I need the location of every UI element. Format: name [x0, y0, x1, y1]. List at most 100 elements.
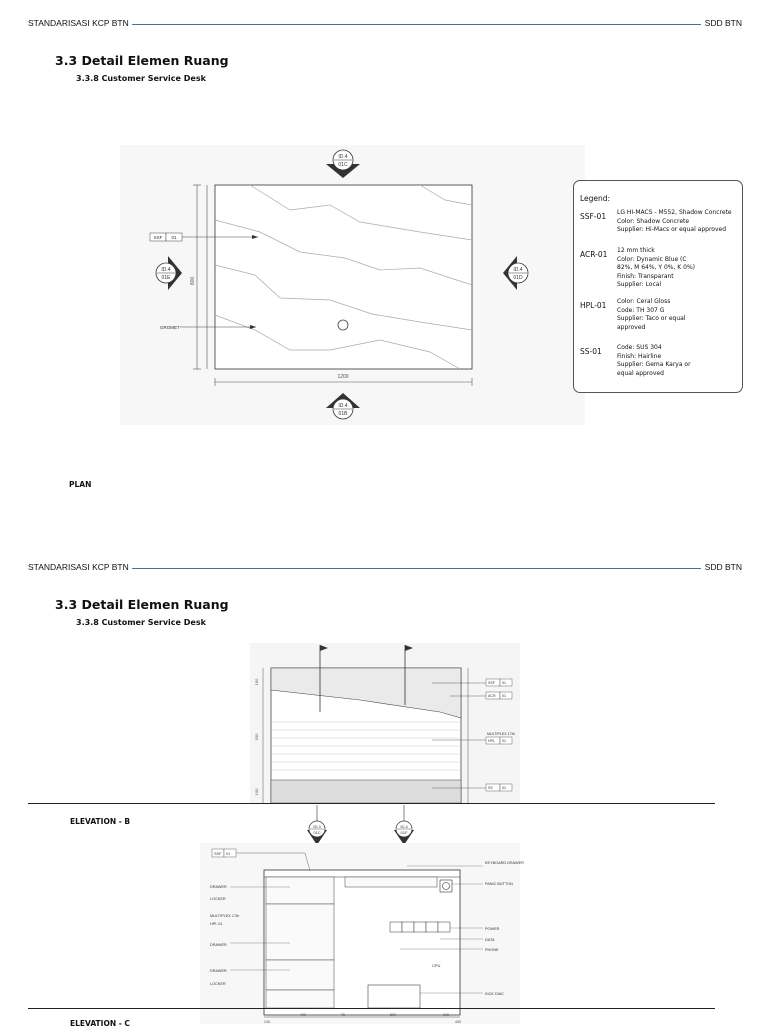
ssf-callout: SSF 01 — [149, 232, 258, 242]
svg-text:SSF: SSF — [214, 852, 222, 856]
svg-text:SSF: SSF — [488, 681, 496, 685]
svg-text:DATA: DATA — [485, 938, 495, 942]
legend-code: HPL-01 — [580, 301, 607, 310]
svg-text:01: 01 — [502, 681, 506, 685]
legend-line: 82%, M 64%, Y 0%, K 0%) — [617, 264, 695, 271]
section-tag-right: ID.4 01D — [503, 256, 529, 290]
svg-text:SSF: SSF — [154, 235, 163, 240]
outlet-panel — [389, 921, 451, 933]
svg-text:LOCKER: LOCKER — [210, 982, 226, 986]
svg-text:SS: SS — [488, 786, 493, 790]
legend-line: 12 mm thick — [617, 247, 655, 254]
svg-text:ID.4: ID.4 — [338, 154, 347, 160]
locker-1 — [265, 903, 335, 961]
svg-text:ACR: ACR — [488, 694, 496, 698]
svg-text:400: 400 — [455, 1020, 461, 1024]
svg-text:01: 01 — [502, 739, 506, 743]
panic-button — [439, 879, 453, 893]
page-title: 3.3 Detail Elemen Ruang — [55, 53, 229, 68]
elevation-bottom: CPU SSF 01 DRAWER LOCKER MULTIPLEX 17th … — [200, 843, 524, 1024]
elevation-b-label: ELEVATION - B — [70, 817, 131, 826]
svg-text:100: 100 — [254, 788, 259, 795]
svg-text:01F: 01F — [401, 830, 408, 835]
legend-line: equal approved — [617, 369, 664, 377]
header-right-text: SDD BTN — [700, 18, 742, 28]
svg-text:ID.4: ID.4 — [161, 267, 170, 273]
page-header: STANDARISASI KCP BTN SDD BTN — [28, 18, 742, 30]
section-tag-top: ID.4 01C — [326, 149, 360, 178]
svg-text:DRAWER: DRAWER — [210, 969, 227, 973]
svg-text:01C: 01C — [313, 830, 320, 835]
legend-line: Color: Dynamic Blue (C — [617, 255, 687, 263]
legend-line: LG HI-MACS - M552, Shadow Concrete — [617, 209, 732, 216]
svg-text:01: 01 — [226, 852, 230, 856]
desk-top-outline — [214, 184, 473, 370]
svg-text:KICK DIAC: KICK DIAC — [485, 992, 504, 996]
header-rule — [28, 568, 742, 569]
header-left-text: STANDARISASI KCP BTN — [28, 18, 132, 28]
cpu-box — [367, 984, 421, 1009]
svg-text:ID.4: ID.4 — [338, 403, 347, 409]
dim-width: 1200 — [337, 374, 348, 380]
svg-text:100: 100 — [254, 678, 259, 685]
drawer-2 — [265, 959, 335, 991]
section-divider — [28, 1008, 715, 1009]
svg-text:LOCKER: LOCKER — [210, 897, 226, 901]
svg-text:500: 500 — [390, 1013, 396, 1017]
svg-text:MULTIPLEX 17th: MULTIPLEX 17th — [210, 914, 239, 918]
svg-text:400: 400 — [300, 1013, 306, 1017]
section-divider — [28, 803, 715, 804]
keyboard-drawer — [344, 876, 438, 888]
svg-text:01D: 01D — [513, 275, 523, 281]
dim-depth: 800 — [190, 277, 196, 286]
header-rule — [28, 24, 742, 25]
svg-text:130: 130 — [264, 1020, 270, 1024]
gromet-callout: GROMET — [160, 325, 256, 330]
legend-line: Color: Shadow Concrete — [617, 217, 690, 225]
locker-2 — [265, 989, 335, 1009]
drawer-1 — [265, 876, 335, 905]
legend-line: Color: Ceral Gloss — [617, 298, 671, 305]
svg-text:DRAWER: DRAWER — [210, 943, 227, 947]
solid-surface-top — [270, 667, 462, 719]
kick-plate — [270, 779, 462, 804]
page-header: STANDARISASI KCP BTN SDD BTN — [28, 562, 742, 574]
svg-text:75: 75 — [341, 1013, 345, 1017]
svg-text:ID.4: ID.4 — [400, 824, 408, 829]
section-tag-left-elev: ID.3 01C — [307, 805, 327, 845]
legend-code: SSF-01 — [580, 212, 607, 221]
svg-text:KEYBOARD DRAWER: KEYBOARD DRAWER — [485, 861, 524, 865]
grommet-hole — [337, 319, 349, 331]
svg-text:CPU: CPU — [432, 963, 441, 968]
legend-line: Supplier: Taco or equal — [617, 315, 686, 322]
legend-code: SS-01 — [580, 347, 602, 356]
svg-text:01E: 01E — [162, 275, 172, 281]
section-tag-right-elev: ID.4 01F — [394, 805, 414, 845]
svg-text:GROMET: GROMET — [160, 325, 180, 330]
svg-text:MULTIPLEX 17th: MULTIPLEX 17th — [487, 732, 515, 736]
legend-code: ACR-01 — [580, 250, 608, 259]
header-left-text: STANDARISASI KCP BTN — [28, 562, 132, 572]
elevation-top: 100 500 100 SSF 01 ACR 01 MULTIPLEX 17th H… — [250, 643, 520, 804]
svg-text:POWER: POWER — [485, 927, 500, 931]
legend-line: Code: SUS 304 — [617, 344, 662, 351]
svg-text:PANIC BUTTON: PANIC BUTTON — [485, 882, 513, 886]
dimension-lines — [193, 184, 473, 386]
legend-box: Legend: SSF-01 LG HI-MACS - M552, Shadow… — [573, 180, 743, 393]
svg-text:500: 500 — [254, 733, 259, 740]
right-annotations: KEYBOARD DRAWER PANIC BUTTON POWER DATA … — [400, 861, 524, 996]
svg-text:01: 01 — [502, 694, 506, 698]
legend-line: approved — [617, 323, 646, 331]
svg-text:HPL: HPL — [488, 739, 495, 743]
page-subtitle: 3.3.8 Customer Service Desk — [76, 74, 206, 83]
legend-line: Finish: Hairline — [617, 352, 662, 360]
legend-line: Finish: Transparant — [617, 272, 674, 280]
left-annotations: DRAWER LOCKER MULTIPLEX 17th HPL 01 DRAW… — [210, 885, 290, 986]
section-tag-left: ID.4 01E — [155, 256, 182, 290]
svg-text:01B: 01B — [339, 411, 349, 417]
legend-line: Supplier: Gema Karya or — [617, 361, 691, 368]
plan-label: PLAN — [69, 480, 92, 489]
svg-text:HPL 01: HPL 01 — [210, 922, 223, 926]
